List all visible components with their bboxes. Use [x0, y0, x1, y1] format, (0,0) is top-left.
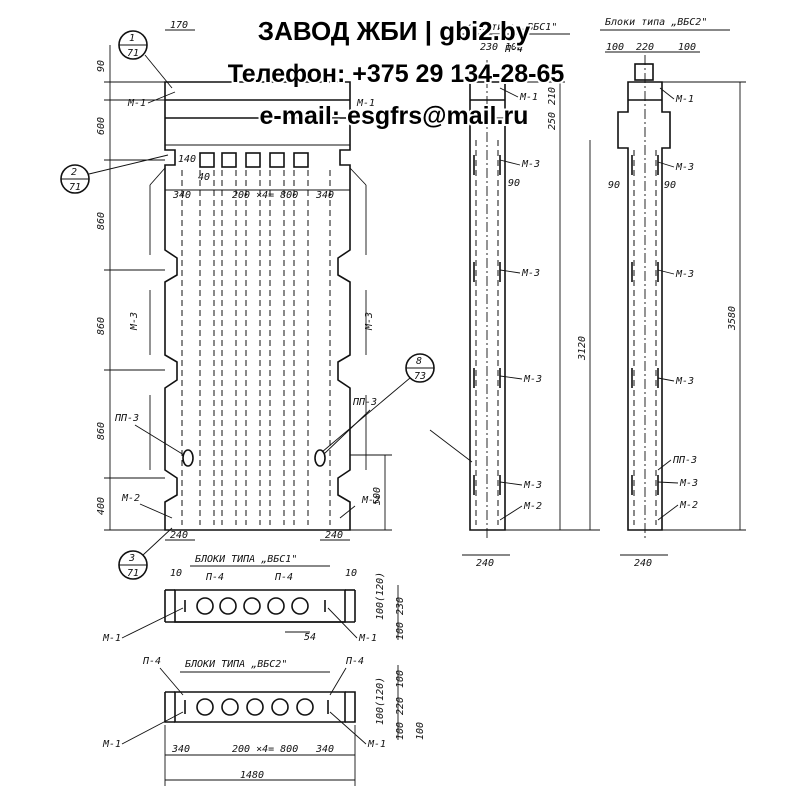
dim-860: 860 — [96, 422, 107, 440]
mark-m3: М-3 — [679, 478, 698, 489]
callout-1-den: 71 — [127, 48, 139, 59]
mark-m3: М-3 — [523, 374, 542, 385]
mark-m1: М-1 — [675, 94, 694, 105]
callout-8-den: 73 — [414, 371, 426, 382]
callout-3-den: 71 — [127, 568, 139, 579]
mark-pp3: ПП-3 — [672, 455, 697, 466]
front-elevation: 90 600 860 860 860 400 М-3 М-3 500 170 1… — [60, 20, 435, 580]
dim-3120: 3120 — [577, 336, 588, 361]
dim-100: 100 — [395, 722, 406, 740]
title-side-vbs2: Блоки типа „ВБС2" — [605, 17, 707, 28]
dim-10: 10 — [170, 568, 182, 579]
mark-p4: П-4 — [274, 572, 293, 583]
watermark: ЗАВОД ЖБИ | gbi2.by Телефон: +375 29 134… — [226, 14, 567, 132]
title-plan-vbs2: БЛОКИ ТИПА „ВБС2" — [185, 659, 287, 670]
callout-8-num: 8 — [416, 356, 422, 367]
dim-860: 860 — [96, 317, 107, 335]
mark-m3: М-3 — [675, 376, 694, 387]
dim-3580: 3580 — [727, 306, 738, 331]
dim-200x4: 200 ×4= 800 — [232, 744, 298, 755]
dim-600: 600 — [96, 117, 107, 135]
watermark-email: e-mail: esgfrs@mail.ru — [260, 102, 529, 130]
side-section-vbs2: Блоки типа „ВБС2" 100 220 100 М-1 М-3 90… — [600, 17, 746, 569]
title-plan-vbs1: БЛОКИ ТИПА „ВБС1" — [195, 554, 297, 565]
dim-100: 100 — [678, 42, 696, 53]
mark-p4: П-4 — [142, 656, 161, 667]
title-side-vbs1: Блоки типа „ВБС1" — [455, 22, 557, 33]
dim-500: 500 — [372, 487, 383, 505]
dim-90: 90 — [508, 178, 520, 189]
side-section-vbs1: Блоки типа „ВБС1" П-4 230 100 М-1 М-3 90… — [429, 22, 600, 569]
mark-pp3: ПП-3 — [114, 413, 139, 424]
mark-m1: М-1 — [519, 92, 538, 103]
mark-m3: М-3 — [521, 159, 540, 170]
mark-m1: М-1 — [358, 633, 377, 644]
mark-m3: М-3 — [521, 268, 540, 279]
dim-240: 240 — [170, 530, 188, 541]
mark-m1: М-1 — [102, 633, 121, 644]
mark-m2: М-2 — [361, 495, 380, 506]
mark-m2: М-2 — [523, 501, 542, 512]
dim-100: 100 — [606, 42, 624, 53]
dim-100: 100 — [395, 670, 406, 688]
mark-p4: П-4 — [504, 44, 523, 55]
mark-m3-right: М-3 — [364, 312, 375, 331]
dim-220: 220 — [395, 697, 406, 715]
dim-210: 210 — [547, 87, 558, 105]
dim-90: 90 — [608, 180, 620, 191]
dim-230: 230 — [480, 42, 498, 53]
dim-340: 340 — [315, 190, 334, 201]
dim-100: 100 — [505, 42, 523, 53]
mark-m3-left: М-3 — [129, 312, 140, 331]
dim-54: 54 — [304, 632, 316, 643]
dim-340: 340 — [172, 190, 191, 201]
mark-m1: М-1 — [356, 98, 375, 109]
dim-340: 340 — [315, 744, 334, 755]
watermark-title: ЗАВОД ЖБИ | gbi2.by — [258, 16, 531, 46]
mark-m1: М-1 — [367, 739, 386, 750]
dim-400: 400 — [96, 497, 107, 515]
dim-1480: 1480 — [240, 770, 264, 781]
mark-m3: М-3 — [675, 269, 694, 280]
dim-340: 340 — [171, 744, 190, 755]
callout-1-num: 1 — [129, 33, 135, 44]
dim-220: 220 — [636, 42, 654, 53]
mark-m3: М-3 — [523, 480, 542, 491]
mark-m1: М-1 — [102, 739, 121, 750]
watermark-phone: Телефон: +375 29 134-28-65 — [228, 60, 565, 88]
mark-p4: П-4 — [205, 572, 224, 583]
dim-240: 240 — [476, 558, 494, 569]
dim-100-120: 100(120) — [375, 677, 386, 725]
dim-100-120: 100(120) — [375, 572, 386, 620]
dim-100: 100 — [415, 722, 426, 740]
plan-vbs1: БЛОКИ ТИПА „ВБС1" 10 10 П-4 П-4 М-1 М-1 … — [102, 554, 406, 644]
dim-200x4: 200 ×4= 800 — [232, 190, 298, 201]
dim-10: 10 — [345, 568, 357, 579]
callout-2-num: 2 — [71, 167, 77, 178]
dim-100: 100 — [395, 622, 406, 640]
dim-90: 90 — [96, 60, 107, 72]
dim-140: 140 — [178, 154, 196, 165]
mark-m1: М-1 — [127, 98, 146, 109]
mark-m2: М-2 — [679, 500, 698, 511]
dim-40: 40 — [198, 172, 210, 183]
plan-vbs2: БЛОКИ ТИПА „ВБС2" П-4 П-4 М-1 М-1 100 10… — [102, 656, 426, 786]
mark-m3: М-3 — [675, 162, 694, 173]
dim-240: 240 — [634, 558, 652, 569]
mark-m2: М-2 — [121, 493, 140, 504]
dim-250: 250 — [547, 112, 558, 130]
callout-3-num: 3 — [128, 553, 135, 564]
dim-230: 230 — [395, 597, 406, 615]
dim-240: 240 — [325, 530, 343, 541]
mark-pp3: ПП-3 — [352, 397, 377, 408]
callout-2-den: 71 — [69, 182, 81, 193]
mark-p4: П-4 — [345, 656, 364, 667]
dim-170: 170 — [170, 20, 188, 31]
dim-90: 90 — [664, 180, 676, 191]
dim-860: 860 — [96, 212, 107, 230]
